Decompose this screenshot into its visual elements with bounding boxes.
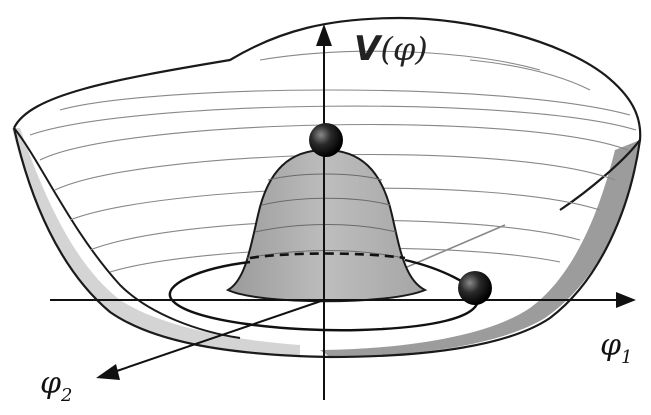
phi1-label: φ1 [600,328,632,368]
phi1-axis-arrowhead [616,292,636,308]
ball-top [309,123,343,157]
central-hump [225,148,428,303]
ball-valley [458,271,492,305]
bowl-left-wall [12,128,300,355]
potential-label-v: V [354,29,383,69]
potential-label-arg: (φ) [380,30,427,68]
phi2-axis-arrowhead [96,364,120,380]
bowl-outline [12,127,642,359]
potential-label: V(φ) [354,29,428,69]
phi2-label: φ2 [40,366,72,406]
bowl-right-wall [320,140,640,357]
phi2-axis-line [107,299,325,375]
bowl-inner-back [13,127,241,339]
valley-ring-back-dashed [249,252,406,260]
v-axis-arrowhead [316,24,332,46]
